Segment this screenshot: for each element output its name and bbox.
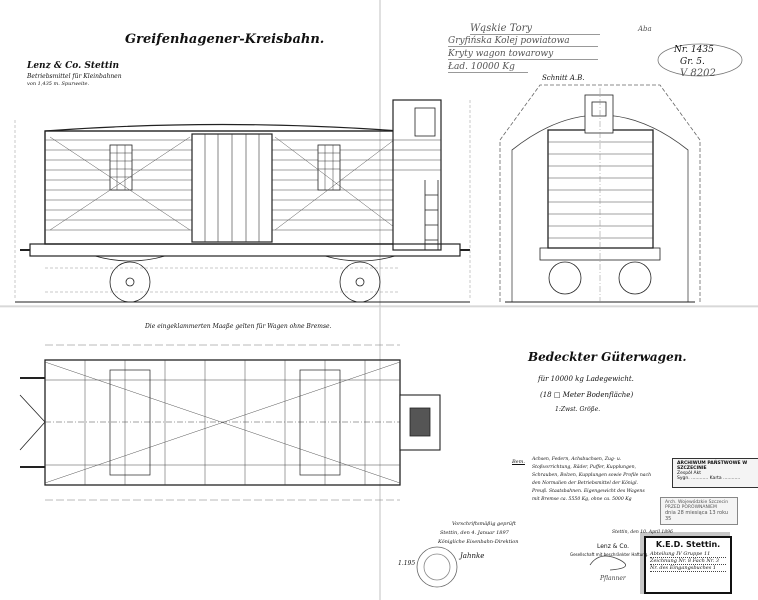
- remarks-label: Bem.: [512, 459, 525, 465]
- end-wheel-right: [618, 261, 652, 295]
- plan-brake-wheel: [409, 407, 431, 437]
- archive-note-line-2: Gryfińska Kolej powiatowa: [448, 36, 598, 47]
- archive-stamp-top-line3: Sygn. ............ Karta ............: [677, 476, 741, 481]
- plan-axle-left: [109, 369, 151, 476]
- ked-stamp-row3: Nr. des Eingangsbuches 1: [650, 565, 726, 572]
- side-view: [14, 99, 471, 303]
- roof-curve: [44, 123, 401, 132]
- end-view-label: Schnitt A.B.: [542, 74, 585, 82]
- cabin-window: [414, 107, 436, 137]
- end-view: [499, 84, 701, 305]
- side-window-right: [317, 144, 341, 191]
- approval-line-3: Königliche Eisenbahn-Direktion: [438, 539, 519, 545]
- archive-note-line-1: Wąskie Tory: [470, 23, 600, 35]
- archive-initials: Aba: [638, 25, 652, 33]
- wagon-floor-area: (18 □ Meter Bodenfläche): [540, 391, 634, 399]
- maker-signature-flourish: [589, 555, 627, 571]
- railway-title: Greifenhagener-Kreisbahn.: [125, 32, 325, 47]
- maker-company: Lenz & Co.: [597, 543, 630, 550]
- inventory-circle: [657, 43, 743, 77]
- archive-stamp-mid-line3: dnia 28 miesiąca 13 roku 35: [665, 510, 729, 522]
- sheet-group: Gr. 5.: [680, 57, 705, 67]
- side-window-left: [109, 144, 133, 191]
- wagon-title: Bedeckter Güterwagen.: [528, 350, 687, 364]
- maker-company-sub: Gesellschaft mit beschränkter Haftung.: [570, 552, 649, 557]
- maker-name: Lenz & Co. Stettin: [27, 61, 120, 71]
- archive-stamp-top-line2: Zespół Akt: [677, 471, 701, 476]
- archive-stamp-mid-line1: Arch. Wojewódzkie Szczecin: [665, 500, 729, 505]
- plan-couplings: [19, 394, 441, 451]
- plan-axle-right: [299, 369, 341, 476]
- seal-reference: 1.195: [398, 560, 416, 567]
- ked-stamp-row2: Zeichnung Nr. 8 Fach Nr. 3: [650, 558, 726, 565]
- remarks-text: Achsen, Federn, Achsbuchsen, Zug- u. Sto…: [532, 457, 652, 502]
- archive-stamp-top: ARCHIWUM PAŃSTWOWE W SZCZECINIE Zespół A…: [672, 458, 758, 488]
- loading-gauge-outline: [499, 84, 701, 302]
- wagon-capacity: für 10000 kg Ladegewicht.: [538, 375, 634, 383]
- end-wall: [547, 129, 654, 249]
- sheet-number: Nr. 1435: [674, 45, 714, 55]
- plan-view: [19, 344, 441, 501]
- inventory-number: V 8202: [680, 68, 716, 79]
- maker-sub2: von 1,435 m. Spurweite.: [27, 81, 90, 87]
- plan-note: Die eingeklammerten Maaße gelten für Wag…: [145, 323, 332, 330]
- cabin-end: [584, 94, 614, 134]
- archive-note-line-4: Ład. 10000 Kg: [448, 62, 528, 73]
- approval-line-2: Stettin, den 4. Januar 1897: [440, 530, 509, 536]
- archive-stamp-mid-line2: PRZED PORÓWNANIEM: [665, 505, 717, 510]
- ked-stamp: K.E.D. Stettin. Abteilung IV Gruppe 11 Z…: [644, 536, 732, 594]
- dimension-lines: [14, 100, 471, 300]
- approval-signature: Jahnke: [460, 552, 485, 560]
- archive-note-line-3: Kryty wagon towarowy: [448, 49, 598, 60]
- brake-cabin: [392, 99, 442, 251]
- approval-line-1: Vorschriftsmäßig geprüft: [452, 521, 516, 527]
- cabin-ladder: [424, 180, 439, 250]
- ked-stamp-title: K.E.D. Stettin.: [655, 540, 721, 549]
- plan-crossmembers: [45, 360, 400, 485]
- maker-signature: Pflanner: [600, 575, 626, 582]
- archive-stamp-mid: Arch. Wojewódzkie Szczecin PRZED PORÓWNA…: [660, 497, 738, 525]
- official-seal: [416, 546, 458, 588]
- plan-diagonals: [44, 361, 401, 484]
- end-wheel-left: [548, 261, 582, 295]
- leaf-springs: [94, 255, 396, 262]
- maker-sub1: Betriebsmittel für Kleinbahnen: [27, 73, 122, 80]
- ked-stamp-row1: Abteilung IV Gruppe 11: [650, 551, 726, 558]
- maker-place-date: Stettin, den 10. April 1896: [612, 530, 673, 535]
- wagon-scale: 1:Zwst. Größe.: [555, 406, 601, 413]
- archive-stamp-top-line1: ARCHIWUM PAŃSTWOWE W SZCZECINIE: [677, 461, 748, 471]
- diagonal-bracing: [49, 136, 399, 231]
